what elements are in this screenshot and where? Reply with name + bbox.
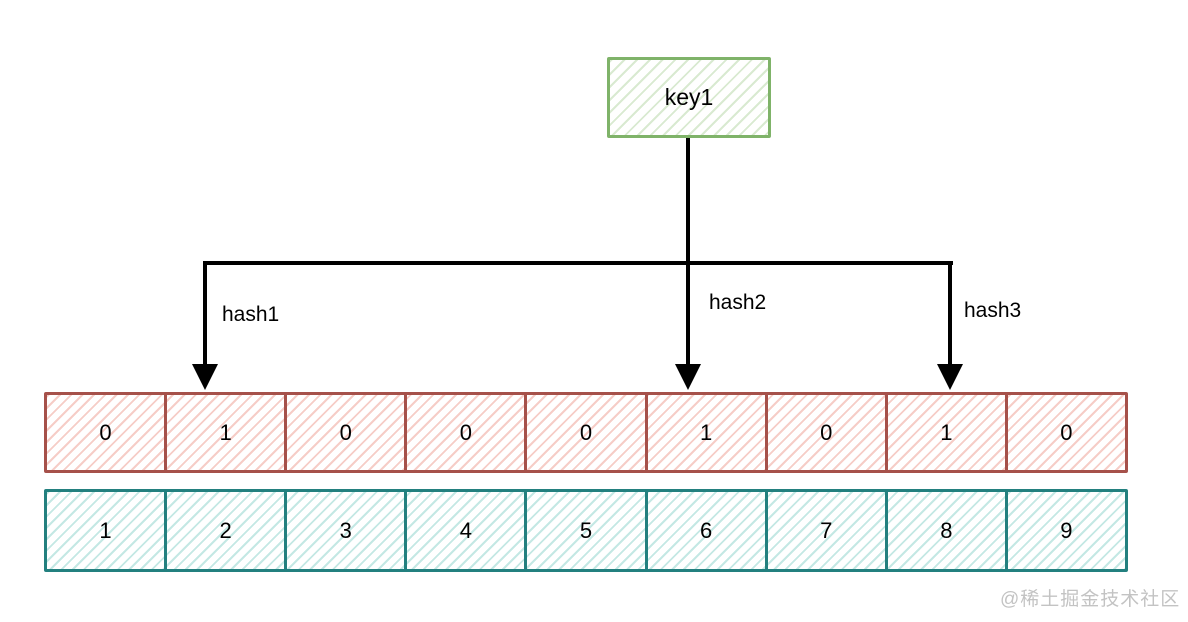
index-cell: 5 bbox=[524, 492, 644, 569]
hash3-label: hash3 bbox=[964, 299, 1022, 322]
horizontal-branch-line bbox=[203, 261, 953, 265]
arrow-down-icon bbox=[192, 364, 218, 390]
bit-cell: 0 bbox=[1004, 395, 1125, 470]
index-cell: 1 bbox=[99, 517, 112, 543]
watermark: @稀土掘金技术社区 bbox=[1000, 589, 1181, 610]
bit-cell: 0 bbox=[99, 419, 112, 445]
right-vertical-line bbox=[948, 261, 952, 366]
key-label: key1 bbox=[664, 84, 714, 110]
hash2-label: hash2 bbox=[709, 291, 767, 314]
bit-cell: 0 bbox=[404, 395, 524, 470]
bit-cell: 0 bbox=[284, 395, 404, 470]
bit-cell: 1 bbox=[164, 395, 284, 470]
bit-cell: 1 bbox=[644, 395, 765, 470]
index-cell: 2 bbox=[164, 492, 284, 569]
index-array-row: 1 2 3 4 5 6 7 8 9 bbox=[44, 489, 1128, 572]
index-cell: 8 bbox=[884, 492, 1005, 569]
left-vertical-line bbox=[203, 261, 207, 366]
bit-cell: 1 bbox=[884, 395, 1005, 470]
key-box: key1 bbox=[607, 57, 771, 138]
index-cell: 9 bbox=[1004, 492, 1125, 569]
index-cell: 3 bbox=[284, 492, 404, 569]
index-cell: 6 bbox=[644, 492, 765, 569]
bit-array-row: 0 1 0 0 0 1 0 1 0 bbox=[44, 392, 1128, 473]
arrow-down-icon bbox=[675, 364, 701, 390]
bit-cell: 0 bbox=[764, 395, 885, 470]
bit-cell: 0 bbox=[524, 395, 644, 470]
arrow-down-icon bbox=[937, 364, 963, 390]
index-cell: 4 bbox=[404, 492, 524, 569]
center-vertical-line bbox=[686, 138, 690, 366]
index-cell: 7 bbox=[764, 492, 885, 569]
hash1-label: hash1 bbox=[222, 303, 280, 326]
